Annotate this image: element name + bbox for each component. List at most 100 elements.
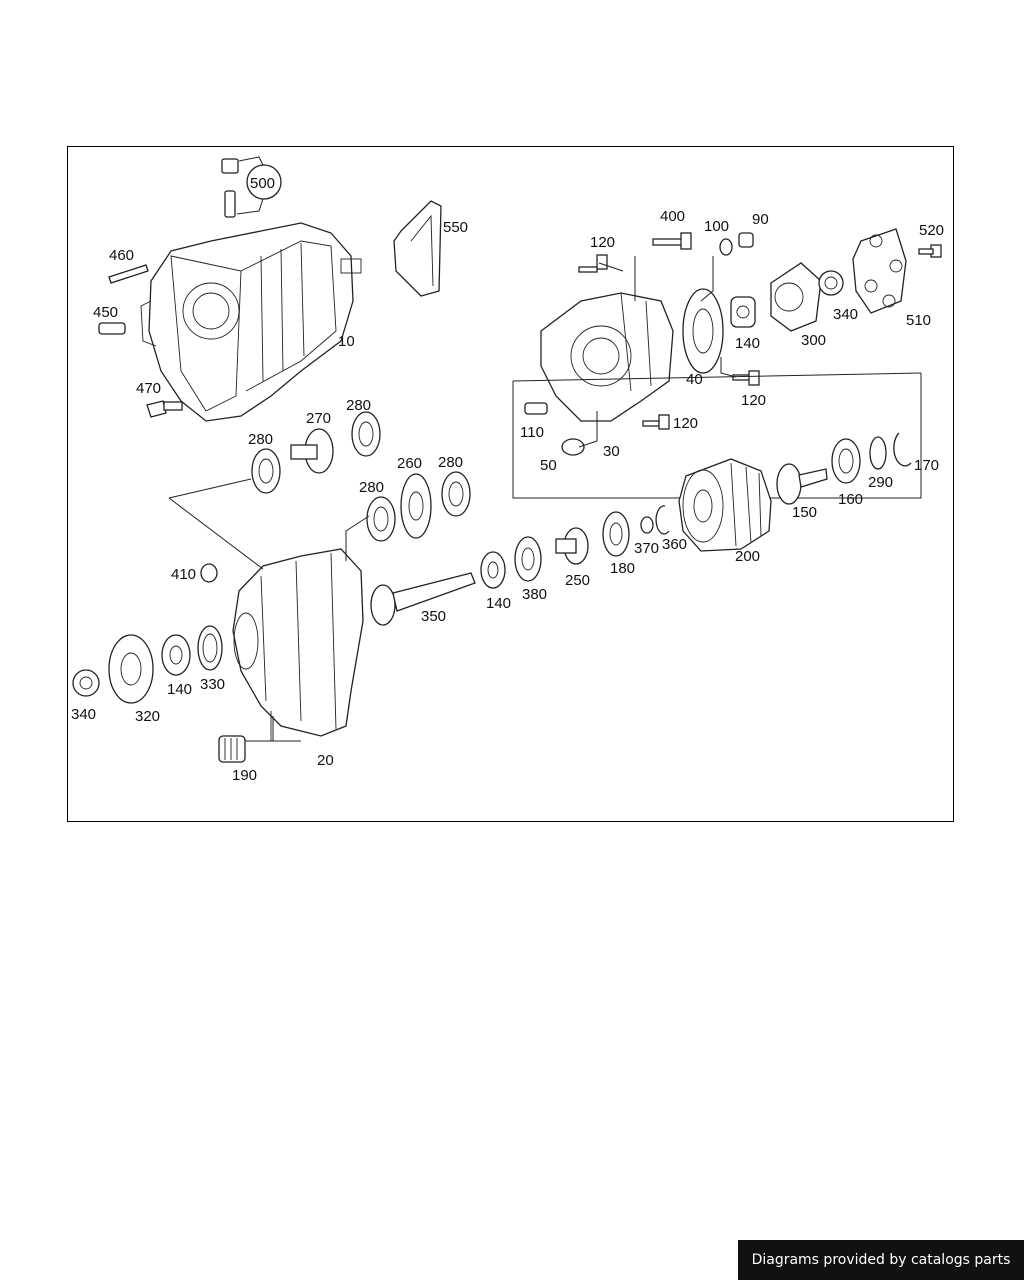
callout-110: 110 bbox=[520, 424, 544, 441]
callout-340-top: 340 bbox=[833, 306, 858, 323]
callout-10: 10 bbox=[338, 333, 355, 350]
callout-50: 50 bbox=[540, 457, 557, 474]
callout-330: 330 bbox=[200, 676, 225, 693]
callout-140-front: 140 bbox=[167, 681, 192, 698]
main-shaft-part-350 bbox=[370, 572, 476, 626]
callout-280-c: 280 bbox=[438, 454, 463, 471]
gear-part-270 bbox=[290, 428, 334, 474]
pin-part-450 bbox=[98, 322, 126, 335]
leaders-upper-right bbox=[598, 256, 714, 302]
bearing-part-380 bbox=[514, 536, 542, 582]
gear-part-260 bbox=[400, 473, 432, 539]
callout-150: 150 bbox=[792, 504, 817, 521]
bolt-part-470 bbox=[146, 400, 183, 418]
callout-120-c: 120 bbox=[673, 415, 698, 432]
ring-part-290 bbox=[869, 436, 887, 470]
callout-370: 370 bbox=[634, 540, 659, 557]
callout-140-mid: 140 bbox=[486, 595, 511, 612]
clip-part-410 bbox=[200, 563, 218, 583]
seal-part-100 bbox=[719, 238, 733, 256]
snap-ring-part-360 bbox=[655, 505, 670, 535]
callout-320: 320 bbox=[135, 708, 160, 725]
bearing-part-280-d bbox=[366, 496, 396, 542]
callout-460: 460 bbox=[109, 247, 134, 264]
bolt-part-120-c bbox=[642, 414, 670, 430]
bearing-part-140-front bbox=[161, 634, 191, 676]
callout-380: 380 bbox=[522, 586, 547, 603]
callout-170: 170 bbox=[914, 457, 939, 474]
plug-part-90 bbox=[738, 232, 754, 248]
bearing-part-280-b bbox=[351, 411, 381, 457]
callout-280-b: 280 bbox=[346, 397, 371, 414]
callout-140-top: 140 bbox=[735, 335, 760, 352]
ring-part-370 bbox=[640, 516, 654, 534]
flange-part-300 bbox=[770, 262, 822, 332]
bolt-part-520 bbox=[918, 244, 942, 258]
bearing-part-140-mid bbox=[480, 551, 506, 589]
seal-part-330 bbox=[197, 625, 223, 671]
callout-160: 160 bbox=[838, 491, 863, 508]
housing-part-10 bbox=[140, 222, 362, 422]
bearing-part-160 bbox=[831, 438, 861, 484]
callout-360: 360 bbox=[662, 536, 687, 553]
snap-ring-part-170 bbox=[893, 432, 912, 467]
exploded-parts-diagram: 500 550 460 450 10 470 400 100 90 120 52… bbox=[71, 156, 944, 784]
callout-290: 290 bbox=[868, 474, 893, 491]
oil-pump-part-40 bbox=[682, 288, 724, 374]
callout-270: 270 bbox=[306, 410, 331, 427]
callout-100: 100 bbox=[704, 218, 729, 235]
callout-510: 510 bbox=[906, 312, 931, 329]
callout-190: 190 bbox=[232, 767, 257, 784]
callout-180: 180 bbox=[610, 560, 635, 577]
bolt-part-120-a bbox=[578, 254, 608, 273]
bearing-part-280-c bbox=[441, 471, 471, 517]
housing-cover-part-30 bbox=[540, 292, 674, 422]
dowel-pins-part-500 bbox=[221, 156, 282, 218]
bearing-part-140-top bbox=[730, 296, 756, 328]
housing-part-20 bbox=[232, 548, 364, 742]
stud-part-460 bbox=[108, 264, 149, 284]
callout-550: 550 bbox=[443, 219, 468, 236]
callout-90: 90 bbox=[752, 211, 769, 228]
callout-120-a: 120 bbox=[590, 234, 615, 251]
callout-120-b: 120 bbox=[741, 392, 766, 409]
bearing-part-180 bbox=[602, 511, 630, 557]
leader-30 bbox=[578, 411, 598, 448]
nut-part-340-front bbox=[72, 669, 100, 697]
parts-diagram-frame: 500 550 460 450 10 470 400 100 90 120 52… bbox=[67, 146, 954, 822]
gear-part-250 bbox=[555, 527, 589, 565]
callout-200: 200 bbox=[735, 548, 760, 565]
callout-280-a: 280 bbox=[248, 431, 273, 448]
pin-part-110 bbox=[524, 402, 548, 415]
callout-410: 410 bbox=[171, 566, 196, 583]
callout-300: 300 bbox=[801, 332, 826, 349]
callout-400: 400 bbox=[660, 208, 685, 225]
flange-part-320 bbox=[108, 634, 154, 704]
cup-part-50 bbox=[561, 438, 585, 456]
callout-280-d: 280 bbox=[359, 479, 384, 496]
callout-260: 260 bbox=[397, 455, 422, 472]
leader-40 bbox=[720, 357, 737, 378]
flex-disc-part-510 bbox=[852, 228, 907, 314]
nut-part-340-top bbox=[818, 270, 844, 296]
callout-500: 500 bbox=[250, 175, 275, 192]
group-bracket-left bbox=[168, 478, 370, 570]
callout-40: 40 bbox=[686, 371, 703, 388]
bearing-part-280-a bbox=[251, 448, 281, 494]
callout-520: 520 bbox=[919, 222, 944, 239]
callout-470: 470 bbox=[136, 380, 161, 397]
footer-credit-text: Diagrams provided by catalogs parts bbox=[751, 1252, 1011, 1268]
callout-30: 30 bbox=[603, 443, 620, 460]
group-bracket-right-top bbox=[512, 372, 922, 382]
callout-340-front: 340 bbox=[71, 706, 96, 723]
bracket-part-550 bbox=[393, 200, 442, 297]
shaft-part-150 bbox=[776, 463, 828, 505]
callout-20: 20 bbox=[317, 752, 334, 769]
footer-credit-banner: Diagrams provided by catalogs parts bbox=[738, 1240, 1024, 1280]
callout-350: 350 bbox=[421, 608, 446, 625]
needle-bearing-part-190 bbox=[218, 716, 274, 763]
planetary-gear-part-200 bbox=[678, 458, 772, 552]
bolt-part-120-b bbox=[732, 370, 760, 386]
bolt-part-400 bbox=[652, 232, 692, 250]
callout-450: 450 bbox=[93, 304, 118, 321]
